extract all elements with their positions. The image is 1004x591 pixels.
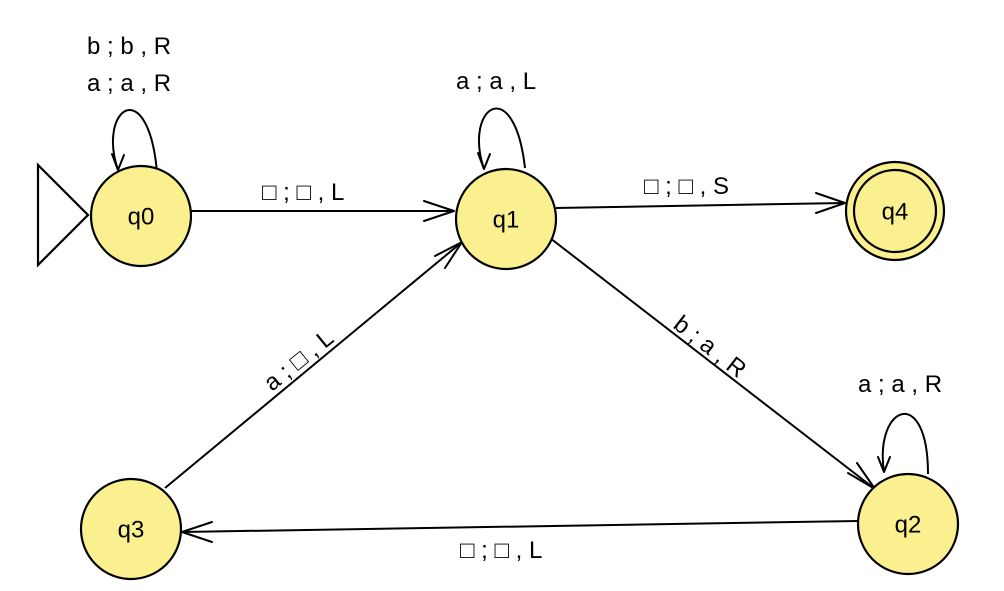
state-q3-label: q3: [118, 516, 145, 543]
initial-state-marker: [36, 162, 90, 268]
arrowhead-q2-q2: [877, 456, 891, 473]
state-q2-label: q2: [895, 511, 922, 538]
edge-q1-q2: [549, 237, 876, 490]
state-q4: q4: [844, 160, 946, 262]
edge-label-q0-q0-line1: b ; b , R: [87, 33, 171, 60]
state-q1-label: q1: [493, 206, 520, 233]
edge-label-q3-q1: a ; □ , L: [259, 325, 339, 397]
arrowhead-q1-q4: [815, 192, 846, 214]
edge-q2-q3: [181, 520, 859, 533]
state-q2-circle: [856, 472, 960, 576]
state-q0-label: q0: [128, 203, 155, 230]
edge-label-q1-q1: a ; a , L: [456, 68, 536, 95]
arrowhead-q0-q0: [111, 153, 125, 171]
edge-q0-q0: [112, 109, 158, 173]
state-q0-circle: [89, 164, 193, 268]
state-q0: q0: [89, 164, 193, 268]
arrowhead-q1-q1: [477, 152, 491, 170]
edge-label-q0-q1: □ ; □ , L: [262, 179, 344, 206]
state-q2: q2: [856, 472, 960, 576]
state-q4-accept-ring: [852, 168, 938, 254]
edge-q2-q2: [881, 412, 929, 475]
edge-q1-q4: [555, 202, 846, 209]
state-q3: q3: [79, 477, 183, 581]
state-q4-outer-circle: [844, 160, 946, 262]
state-q1: q1: [454, 167, 558, 271]
edge-q1-q1: [478, 107, 526, 170]
edge-label-q1-q4: □ ; □ , S: [644, 173, 729, 200]
edge-label-q1-q2: b ; a , R: [668, 310, 751, 383]
state-q4-label: q4: [882, 198, 909, 225]
edge-q3-q1: [164, 241, 463, 489]
edge-label-q0-q0-line2: a ; a , R: [87, 70, 171, 97]
edge-label-q2-q3: □ ; □ , L: [460, 537, 542, 564]
state-q1-circle: [454, 167, 558, 271]
state-q3-circle: [79, 477, 183, 581]
edge-label-q2-q2: a ; a , R: [858, 371, 942, 398]
arrowhead-q0-q1: [423, 200, 455, 222]
